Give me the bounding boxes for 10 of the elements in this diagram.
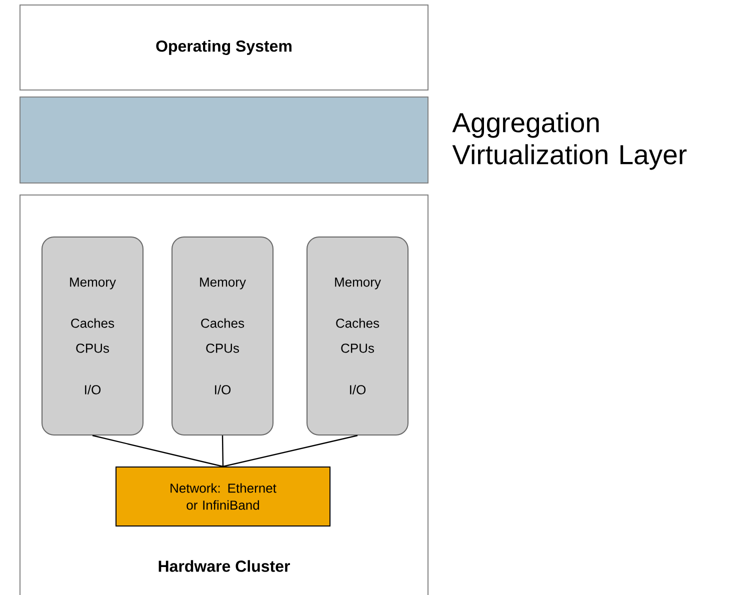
connector-line [222,434,358,468]
layer-band [20,96,428,184]
node-box: Memory Caches CPUs I/O [172,236,274,436]
connector-line [92,434,224,468]
layer-box: Operating System [20,4,428,90]
connector-line [222,436,224,467]
network-box: Network: Ethernet or InfiniBand [116,466,330,526]
node-box: Memory Caches CPUs I/O [42,236,144,436]
layer-label: Aggregation Virtualization Layer [452,112,687,170]
node-box: Memory Caches CPUs I/O [306,236,408,436]
